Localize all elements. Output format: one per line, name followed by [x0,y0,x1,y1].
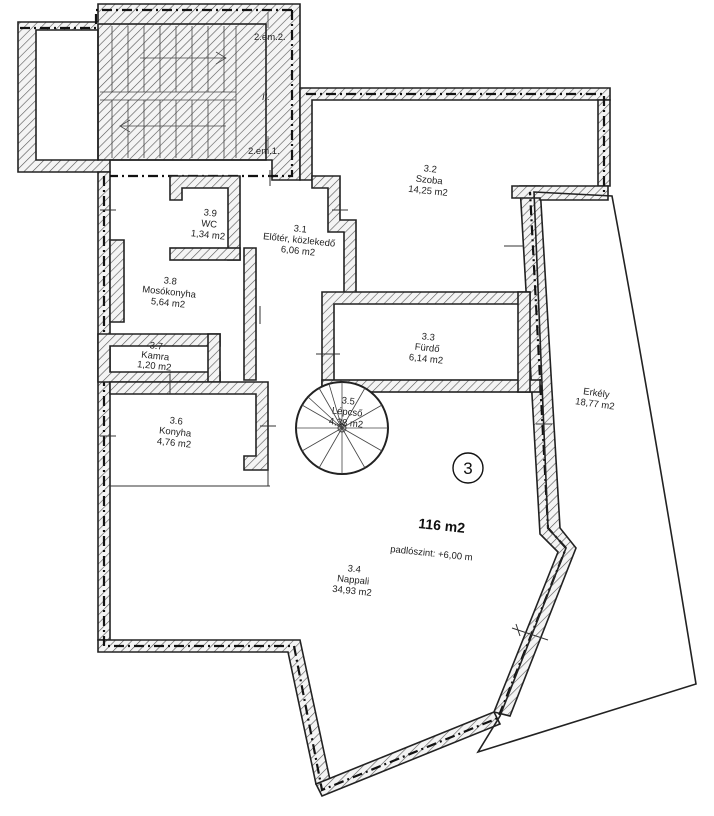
room-area: 6,14 m2 [408,352,443,367]
room-label-3-4: 3.4 Nappali 34,93 m2 [332,563,373,599]
room-area: 18,77 m2 [574,396,615,412]
room-id: 3.5 [341,395,355,407]
room-id: 3.4 [347,563,361,575]
kitchen-walls [109,381,269,471]
room-label-3-3: 3.3 Fürdő 6,14 m2 [408,331,443,367]
room-area: 34,93 m2 [332,584,373,599]
interior-walls [97,175,541,487]
room-id: 3.1 [293,223,307,235]
room-name: Nappali [337,573,370,587]
stair-label-lower: 2.em.1. [248,146,280,157]
room-label-3-7: 3.7 Kamra 1,20 m2 [137,340,172,374]
total-area: 116 m2 [418,515,466,536]
room-id: 3.7 [149,340,163,352]
room-name: Fürdő [414,342,440,356]
room-area: 5,64 m2 [150,296,185,311]
room-label-3-9: 3.9 WC 1,34 m2 [190,207,225,243]
room-name: Erkély [583,386,611,401]
room-label-3-10: Erkély 18,77 m2 [574,386,615,412]
wall-top [299,87,611,181]
stair-label-upper: 2.em.2. [254,32,286,43]
room-id: 3.6 [169,415,183,427]
room-id: 3.9 [203,207,217,219]
room-name: WC [201,218,218,231]
room-id: 3.2 [423,163,437,175]
stair-steps [100,26,237,158]
wall-living-balcony [492,185,577,717]
room-area: 4,38 m2 [328,416,363,431]
stair-label-roman: II. [262,92,270,103]
unit-number: 3 [463,459,472,478]
room-id: 3.8 [163,275,177,287]
room-area: 4,76 m2 [156,436,191,451]
wall-bottom [314,710,502,798]
unit-number-badge: 3 [452,452,484,484]
laundry-right-wall [243,247,257,381]
stairwell: 2.em.2. II. 2.em.1. [17,3,301,181]
room-name: Szoba [415,174,444,188]
door-marks [100,170,552,641]
room-id: 3.3 [421,331,435,343]
room-area: 6,06 m2 [280,244,315,259]
room-label-3-1: 3.1 Előtér, közlekedő 6,06 m2 [263,223,336,259]
room-area: 1,20 m2 [137,359,172,374]
room-name: Konyha [159,425,193,439]
room-area: 14,25 m2 [408,184,449,199]
room-area: 1,34 m2 [190,228,225,243]
floor-level: padlószint: +6,00 m [390,544,473,564]
room-label-3-8: 3.8 Mosókonyha 5,64 m2 [142,275,197,311]
spiral-stair [295,381,389,475]
room-label-3-6: 3.6 Konyha 4,76 m2 [156,415,193,451]
balcony-outline [476,191,697,754]
room-label-3-2: 3.2 Szoba 14,25 m2 [408,163,449,199]
stairwell-inner [97,23,267,161]
room-name: Kamra [141,350,171,364]
room-name: Lépcső [331,405,363,419]
laundry-walls [109,239,125,323]
room-label-3-5: 3.5 Lépcső 4,38 m2 [328,395,363,431]
wall-bottom-left [97,639,331,786]
